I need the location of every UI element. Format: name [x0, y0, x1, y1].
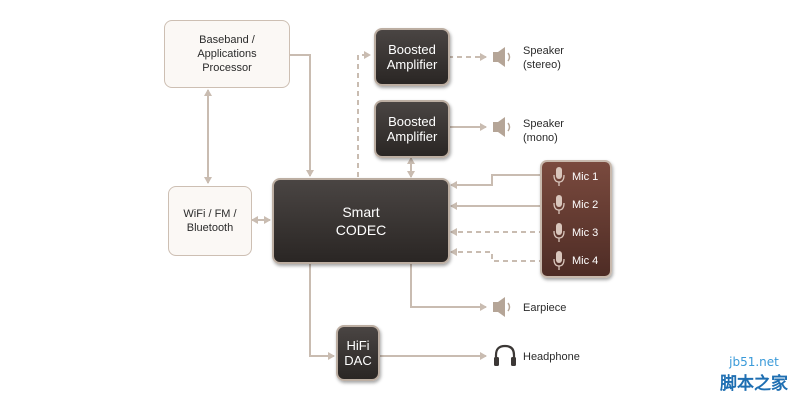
- link-codec-amp-stereo: [357, 51, 371, 177]
- mic-3-label: Mic 3: [572, 227, 599, 239]
- link-mic1-codec: [450, 174, 544, 189]
- speaker-icon: [493, 117, 511, 137]
- speaker-icon: [493, 297, 511, 317]
- earpiece-label: Earpiece: [523, 302, 567, 314]
- mic-4-label: Mic 4: [572, 255, 599, 267]
- boosted-amplifier-mono-box: Boosted Amplifier: [374, 100, 450, 158]
- mic-item: Mic 2: [552, 195, 612, 215]
- link-codec-dac: [309, 264, 335, 360]
- speaker-icon: [493, 47, 511, 67]
- microphone-panel: Mic 1 Mic 2 Mic 3 Mic 4: [540, 160, 612, 278]
- speaker-mono-label: Speaker (mono): [523, 118, 564, 144]
- link-codec-earpiece: [410, 264, 487, 311]
- boosted-amplifier-stereo-box: Boosted Amplifier: [374, 28, 450, 86]
- mic-item: Mic 1: [552, 167, 612, 187]
- baseband-processor-box: Baseband / Applications Processor: [164, 20, 290, 88]
- mic-2-label: Mic 2: [572, 199, 599, 211]
- mic-item: Mic 4: [552, 251, 612, 271]
- speaker-stereo-label: Speaker (stereo): [523, 45, 564, 71]
- microphone-icon: [553, 251, 565, 270]
- smart-codec-box: Smart CODEC: [272, 178, 450, 264]
- microphone-icon: [553, 223, 565, 242]
- hifi-dac-box: HiFi DAC: [336, 325, 380, 381]
- watermark-domain: jb51.net: [729, 355, 779, 369]
- mic-item: Mic 3: [552, 223, 612, 243]
- mic-1-label: Mic 1: [572, 171, 599, 183]
- headphone-label: Headphone: [523, 351, 580, 363]
- headphone-icon: [494, 344, 516, 366]
- watermark: jb51.net 脚本之家: [712, 355, 796, 395]
- watermark-site-name: 脚本之家: [720, 374, 788, 394]
- microphone-icon: [553, 195, 565, 214]
- link-baseband-codec: [290, 54, 314, 177]
- microphone-icon: [553, 167, 565, 186]
- link-mic4-codec: [450, 248, 544, 262]
- wifi-fm-bluetooth-box: WiFi / FM / Bluetooth: [168, 186, 252, 256]
